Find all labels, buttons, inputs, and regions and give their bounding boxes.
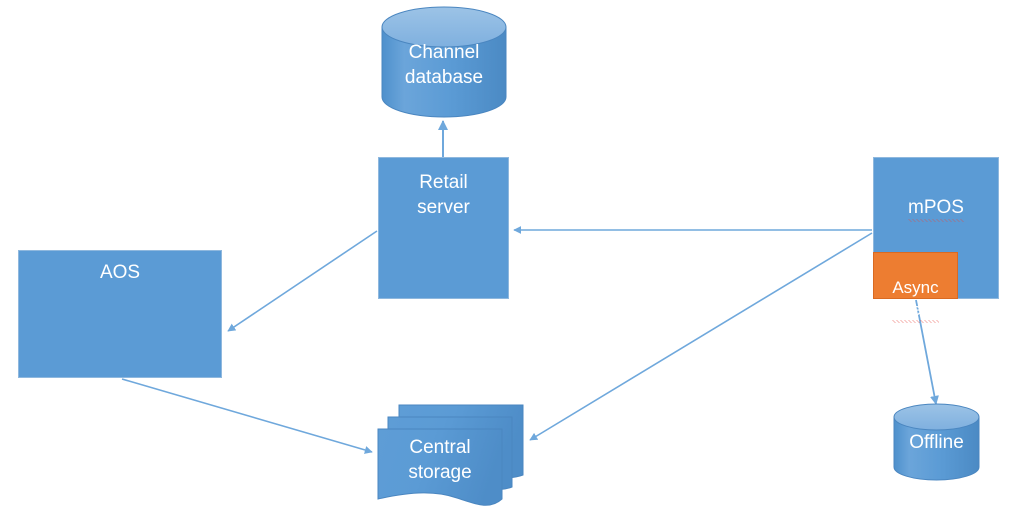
node-aos-label: AOS	[99, 262, 141, 283]
node-async-client-label-text: Async client	[892, 277, 939, 323]
node-central-storage[interactable]: Central storage	[377, 399, 529, 517]
node-aos[interactable]: AOS	[18, 250, 222, 378]
node-mpos-label: mPOS	[874, 170, 998, 222]
node-channel-database[interactable]: Channel database	[381, 6, 507, 118]
node-retail-server[interactable]: Retail server	[378, 157, 509, 299]
node-retail-server-label: Retail server	[417, 172, 470, 218]
connector-mpos-to-central-storage	[529, 232, 873, 441]
node-offline[interactable]: Offline	[893, 403, 980, 481]
node-async-client-label: Async client	[874, 255, 957, 323]
connector-aos-to-central-storage	[121, 378, 373, 454]
node-mpos-label-text: mPOS	[908, 195, 964, 222]
connector-async-client-to-offline	[915, 299, 939, 405]
connector-retail-server-to-aos	[227, 230, 378, 332]
node-async-client[interactable]: Async client	[873, 252, 958, 323]
